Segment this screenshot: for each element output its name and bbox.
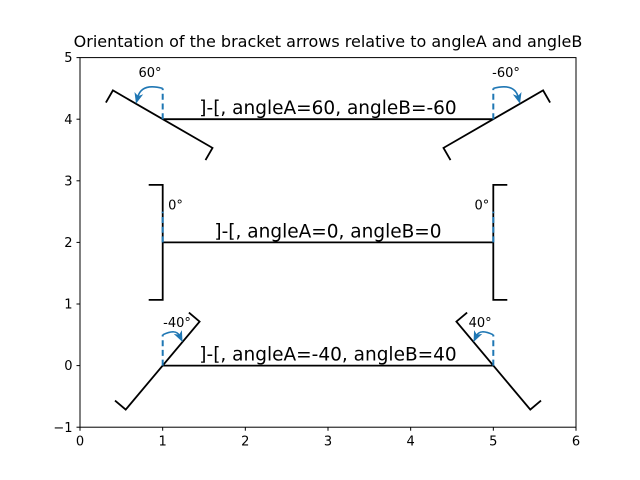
angle-arc-arrow <box>475 331 494 337</box>
y-tick-label: 0 <box>64 359 72 374</box>
angle-arc-arrow <box>137 86 163 98</box>
y-tick-label: 5 <box>64 51 72 66</box>
angle-annotation: 0° <box>475 199 490 214</box>
angle-annotation: 60° <box>138 66 161 81</box>
angle-annotation: -40° <box>163 316 191 331</box>
y-tick-label: 4 <box>64 113 72 128</box>
bracket-end <box>442 89 551 161</box>
bracket-end <box>148 184 164 301</box>
arrowhead-icon <box>173 330 183 342</box>
bracket-end <box>492 184 508 301</box>
x-tick-label: 6 <box>572 435 580 450</box>
chart-title: Orientation of the bracket arrows relati… <box>74 32 583 51</box>
y-tick-label: −1 <box>53 421 72 436</box>
angle-annotation: -60° <box>492 66 520 81</box>
x-tick-label: 2 <box>241 435 249 450</box>
arrowhead-icon <box>512 92 522 104</box>
y-tick-label: 1 <box>64 298 72 313</box>
bracket-end <box>105 89 214 161</box>
angle-annotation: 0° <box>168 199 183 214</box>
angle-arc-arrow <box>162 331 181 337</box>
arrowhead-icon <box>134 92 144 104</box>
x-tick-label: 0 <box>76 435 84 450</box>
bracket-style-label: ]-[, angleA=0, angleB=0 <box>214 221 441 242</box>
arrowhead-icon <box>473 330 483 342</box>
angle-arc-arrow <box>493 86 519 98</box>
bracket-style-label: ]-[, angleA=-40, angleB=40 <box>199 345 456 366</box>
x-tick-label: 4 <box>407 435 415 450</box>
bracket-style-label: ]-[, angleA=60, angleB=-60 <box>199 98 456 119</box>
y-tick-label: 3 <box>64 174 72 189</box>
y-tick-label: 2 <box>64 236 72 251</box>
x-tick-label: 3 <box>324 435 332 450</box>
x-tick-label: 5 <box>489 435 497 450</box>
x-tick-label: 1 <box>159 435 167 450</box>
angle-annotation: 40° <box>469 316 492 331</box>
